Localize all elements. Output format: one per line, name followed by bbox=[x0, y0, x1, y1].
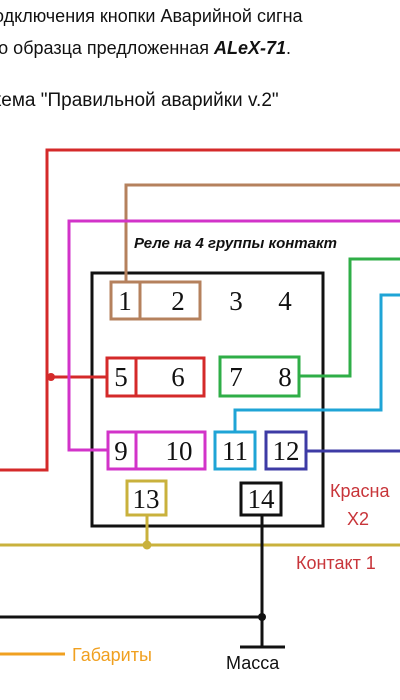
pin-12: 12 bbox=[273, 436, 300, 466]
pin-5: 5 bbox=[114, 362, 128, 392]
label-gabarity: Габариты bbox=[72, 645, 152, 665]
label-contact: Контакт 1 bbox=[296, 553, 376, 573]
pin-10: 10 bbox=[166, 436, 193, 466]
pin-box-13 bbox=[125, 479, 168, 517]
pin-4: 4 bbox=[278, 286, 292, 316]
header-line-2: го образца предложенная ALeX-71. bbox=[0, 38, 292, 58]
pin-box-12 bbox=[264, 430, 308, 471]
ground-wire bbox=[0, 515, 285, 649]
pin-8: 8 bbox=[278, 362, 292, 392]
pin-box-9-10 bbox=[106, 430, 207, 471]
pin-3: 3 bbox=[229, 286, 243, 316]
pin-1: 1 bbox=[118, 286, 132, 316]
ground-junction bbox=[258, 613, 266, 621]
magenta-wire bbox=[67, 219, 400, 452]
header-line-1: одключения кнопки Аварийной сигна bbox=[0, 6, 303, 26]
label-red: Красна bbox=[330, 481, 390, 501]
green-wire bbox=[300, 257, 400, 378]
pin-box-11 bbox=[213, 430, 257, 471]
brown-wire bbox=[124, 183, 400, 281]
relay-title: Реле на 4 группы контакт bbox=[134, 235, 337, 252]
pin-14: 14 bbox=[248, 484, 276, 514]
red-junction bbox=[47, 373, 55, 381]
label-massa: Масса bbox=[226, 653, 280, 673]
cyan-wire bbox=[233, 293, 400, 432]
olive-junction bbox=[142, 540, 152, 550]
pin-13: 13 bbox=[133, 484, 160, 514]
relay-body bbox=[90, 271, 325, 528]
pin-box-14 bbox=[239, 481, 283, 517]
author-name: ALeX-71 bbox=[213, 38, 287, 58]
pin-11: 11 bbox=[222, 436, 248, 466]
pin-box-1-2 bbox=[109, 280, 202, 321]
pin-9: 9 bbox=[114, 436, 128, 466]
scheme-title: хема "Правильной аварийки v.2" bbox=[0, 90, 279, 111]
label-x2: X2 bbox=[347, 509, 369, 529]
pin-box-7-8 bbox=[218, 355, 301, 398]
pin-2: 2 bbox=[171, 286, 185, 316]
pin-6: 6 bbox=[171, 362, 185, 392]
pin-box-5-6 bbox=[105, 356, 206, 398]
pin-7: 7 bbox=[229, 362, 243, 392]
red-wire bbox=[0, 148, 400, 472]
